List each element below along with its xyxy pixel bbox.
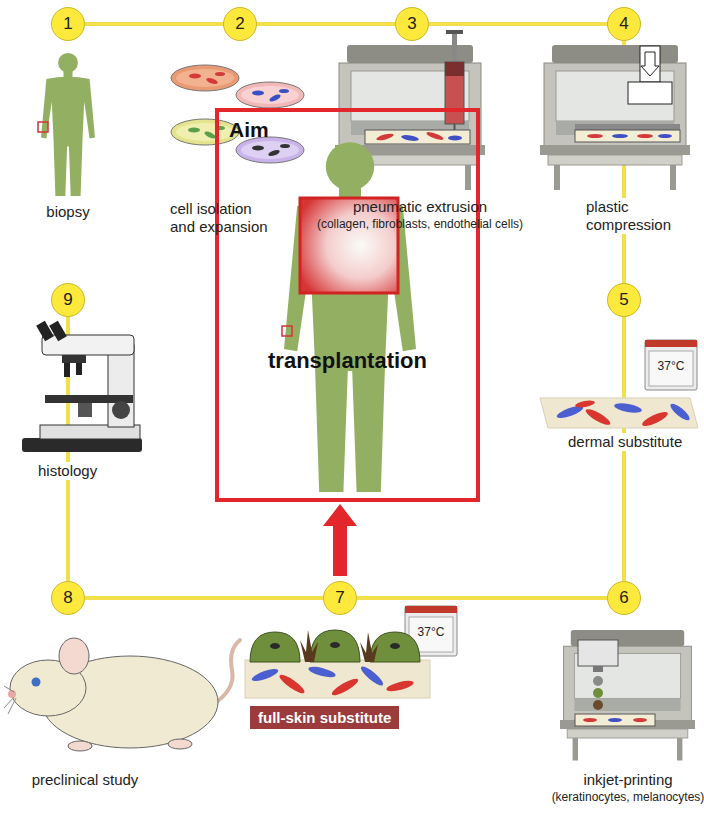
dermal-substitute [540, 340, 698, 429]
step-number-text: 7 [335, 588, 344, 608]
microscope-figure [22, 321, 142, 452]
aim-box: Aim transplantation [215, 108, 480, 502]
step-number-text: 9 [63, 290, 72, 310]
step-number-text: 2 [235, 14, 244, 34]
aim-heading: Aim [229, 118, 269, 142]
step-caption: plastic compression [583, 198, 695, 234]
step-caption: biopsy [23, 203, 113, 221]
step-caption: inkjet-printing [558, 771, 698, 789]
full-skin-substitute [245, 606, 457, 698]
step-caption: pneumatic extrusion [315, 198, 525, 216]
result-band: full-skin substitute [250, 706, 399, 729]
step-number-text: 1 [63, 14, 72, 34]
step-caption: dermal substitute [565, 433, 685, 451]
step-number: 1 [51, 7, 85, 41]
step-caption: histology [35, 462, 100, 480]
loop-line [429, 22, 607, 26]
step-caption: cell isolation and expansion [170, 200, 278, 236]
loop-line [357, 596, 607, 600]
step-detail: (collagen, fibroblasts, endothelial cell… [295, 217, 545, 231]
step-number: 2 [223, 7, 257, 41]
step-detail: (keratinocytes, melanocytes) [543, 790, 704, 804]
biopsy-figure [38, 53, 95, 196]
step-number-text: 5 [619, 290, 628, 310]
step-number: 6 [607, 581, 641, 615]
step-number-text: 8 [63, 588, 72, 608]
transplant-figure [282, 142, 416, 492]
petri-dishes [171, 65, 304, 163]
mouse-figure [4, 638, 240, 751]
step-number-text: 6 [619, 588, 628, 608]
step-number: 5 [607, 283, 641, 317]
step-caption: preclinical study [15, 771, 155, 789]
loop-line [85, 596, 323, 600]
loop-line [257, 22, 395, 26]
step-number: 3 [395, 7, 429, 41]
step-number-text: 3 [407, 14, 416, 34]
step-number: 4 [607, 7, 641, 41]
aim-arrow [323, 504, 357, 576]
step-number: 8 [51, 581, 85, 615]
step-number: 9 [51, 283, 85, 317]
step-number-text: 4 [619, 14, 628, 34]
inkjet-cabinet [560, 630, 695, 761]
temperature-label: 37°C [409, 625, 453, 639]
step-number: 7 [323, 581, 357, 615]
band-text: full-skin substitute [258, 709, 391, 726]
compression-cabinet [540, 45, 690, 190]
aim-title: transplantation [219, 348, 476, 374]
loop-line [85, 22, 223, 26]
temperature-label: 37°C [649, 359, 693, 373]
